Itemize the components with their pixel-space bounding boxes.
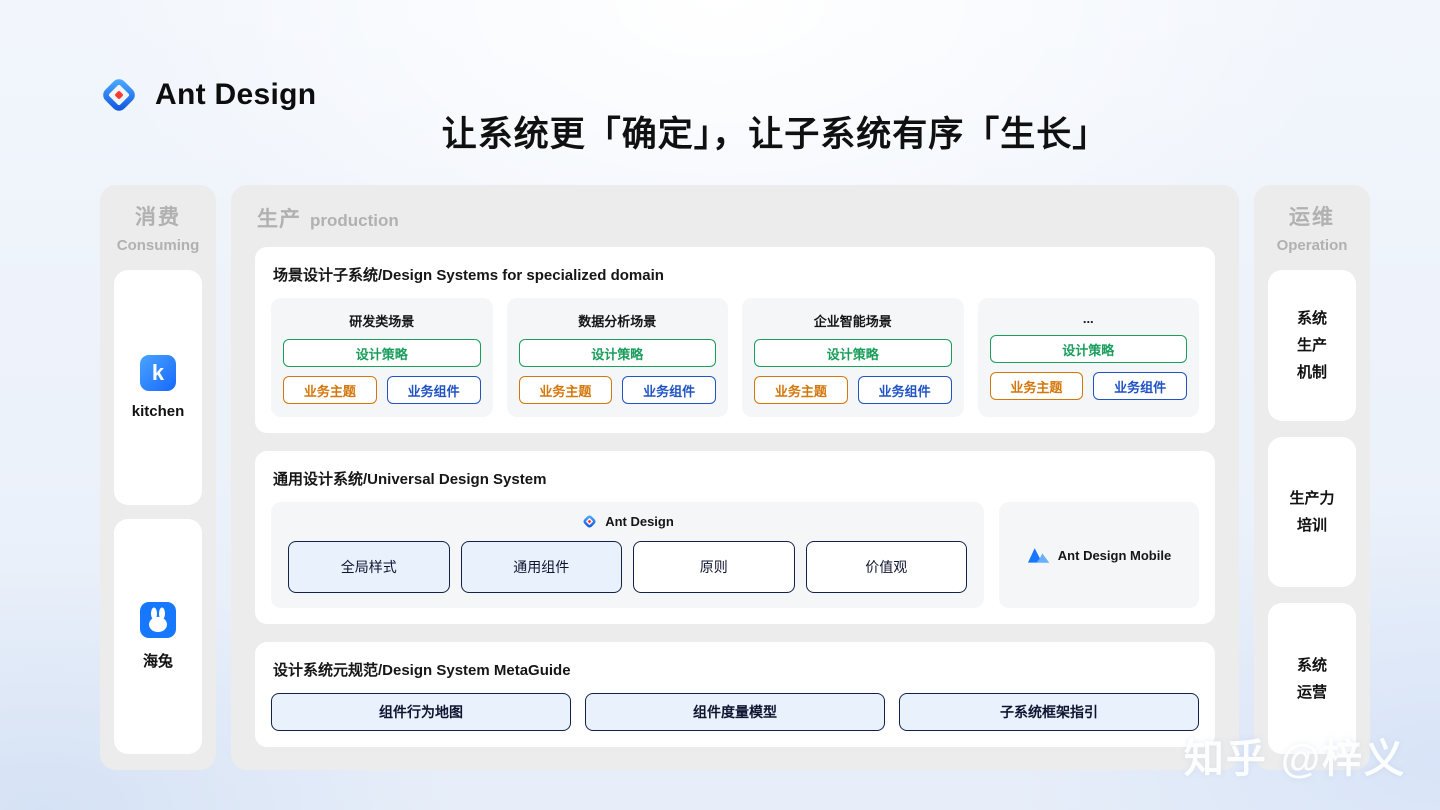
brand: Ant Design	[96, 72, 316, 118]
production-title-zh: 生产	[257, 208, 301, 231]
haitu-rabbit-icon	[140, 602, 176, 638]
consuming-header: 消费 Consuming	[114, 201, 202, 254]
kitchen-label: kitchen	[131, 403, 185, 420]
ant-design-mobile-panel: Ant Design Mobile	[999, 502, 1199, 608]
page-title: 让系统更「确定」，让子系统有序「生长」	[441, 115, 1109, 154]
spec-card-button-row: 业务主题 业务组件	[283, 376, 481, 404]
spec-card-data-analysis: 数据分析场景 设计策略 业务主题 业务组件	[506, 298, 728, 417]
metaguide-button-row: 组件行为地图 组件度量模型 子系统框架指引	[271, 693, 1199, 731]
operation-title-en: Operation	[1276, 237, 1348, 254]
system-production-mechanism-card: 系统 生产 机制	[1268, 270, 1356, 421]
haitu-card: 海兔	[114, 519, 202, 754]
haitu-label: 海兔	[142, 653, 173, 670]
spec-card-title: 企业智能场景	[813, 314, 892, 329]
spec-card-button-row: 业务主题 业务组件	[754, 376, 952, 404]
business-component-button: 业务组件	[622, 376, 716, 404]
main-layout: 消费 Consuming k kitchen 海兔 生产 pro	[100, 185, 1370, 770]
design-strategy-button: 设计策略	[989, 335, 1187, 363]
kitchen-card: k kitchen	[114, 270, 202, 505]
ant-design-panel-label: Ant Design	[605, 514, 674, 529]
business-component-button: 业务组件	[1093, 372, 1187, 400]
production-title-en: production	[310, 211, 399, 230]
spec-card-rd: 研发类场景 设计策略 业务主题 业务组件	[271, 298, 493, 417]
spec-card-title: ...	[1082, 311, 1094, 326]
component-behavior-map-button: 组件行为地图	[271, 693, 571, 731]
metaguide-heading: 设计系统元规范/Design System MetaGuide	[273, 662, 571, 679]
business-theme-button: 业务主题	[283, 376, 377, 404]
universal-heading: 通用设计系统/Universal Design System	[273, 471, 547, 488]
kitchen-icon: k	[140, 355, 176, 391]
consuming-title-en: Consuming	[116, 237, 200, 254]
business-theme-button: 业务主题	[518, 376, 613, 404]
business-component-button: 业务组件	[386, 376, 481, 404]
spec-card-button-row: 业务主题 业务组件	[518, 376, 716, 404]
subsystem-framework-guide-button: 子系统框架指引	[899, 693, 1199, 731]
common-components-button: 通用组件	[460, 541, 622, 593]
system-operation-card: 系统 运营	[1268, 603, 1356, 755]
metaguide-section: 设计系统元规范/Design System MetaGuide 组件行为地图 组…	[255, 642, 1215, 747]
business-theme-button: 业务主题	[754, 376, 848, 404]
component-metric-model-button: 组件度量模型	[585, 693, 885, 731]
ant-design-mobile-label: Ant Design Mobile	[1057, 547, 1172, 563]
production-column: 生产 production 场景设计子系统/Design Systems for…	[231, 185, 1239, 770]
specialized-section: 场景设计子系统/Design Systems for specialized d…	[255, 247, 1215, 433]
watermark: 知乎 @梓义	[1183, 737, 1406, 781]
ant-design-panel-logo: Ant Design	[288, 513, 967, 530]
spec-card-enterprise-ai: 企业智能场景 设计策略 业务主题 业务组件	[742, 298, 964, 417]
business-theme-button: 业务主题	[989, 372, 1084, 400]
ant-design-logo-icon	[103, 79, 135, 111]
specialized-heading: 场景设计子系统/Design Systems for specialized d…	[273, 267, 664, 284]
operation-title-zh: 运维	[1289, 206, 1335, 229]
values-button: 价值观	[805, 541, 967, 593]
universal-row: Ant Design 全局样式 通用组件 原则 价值观	[271, 502, 1199, 608]
consuming-title-zh: 消费	[135, 206, 181, 229]
design-strategy-button: 设计策略	[283, 339, 481, 367]
spec-card-button-row: 业务主题 业务组件	[989, 372, 1187, 400]
productivity-training-card: 生产力 培训	[1268, 436, 1356, 588]
brand-name: Ant Design	[155, 78, 317, 111]
global-styles-button: 全局样式	[288, 541, 450, 593]
universal-section: 通用设计系统/Universal Design System	[255, 451, 1215, 624]
ant-design-panel: Ant Design 全局样式 通用组件 原则 价值观	[271, 502, 984, 608]
ant-design-small-logo-icon	[583, 515, 596, 528]
spec-card-title: 数据分析场景	[578, 314, 657, 329]
design-strategy-button: 设计策略	[754, 339, 952, 367]
operation-header: 运维 Operation	[1268, 201, 1356, 254]
universal-button-row: 全局样式 通用组件 原则 价值观	[288, 541, 967, 593]
ant-design-mobile-icon	[1027, 548, 1049, 563]
operation-column: 运维 Operation 系统 生产 机制 生产力 培训 系统 运营	[1254, 185, 1370, 770]
production-header: 生产 production	[257, 203, 1215, 233]
principles-button: 原则	[633, 541, 795, 593]
specialized-grid: 研发类场景 设计策略 业务主题 业务组件 数据分析场景 设计策略 业务主题 业务…	[271, 298, 1199, 417]
spec-card-title: 研发类场景	[349, 314, 415, 329]
consuming-column: 消费 Consuming k kitchen 海兔	[100, 185, 216, 770]
design-strategy-button: 设计策略	[518, 339, 716, 367]
business-component-button: 业务组件	[857, 376, 952, 404]
spec-card-more: ... 设计策略 业务主题 业务组件	[977, 298, 1199, 417]
